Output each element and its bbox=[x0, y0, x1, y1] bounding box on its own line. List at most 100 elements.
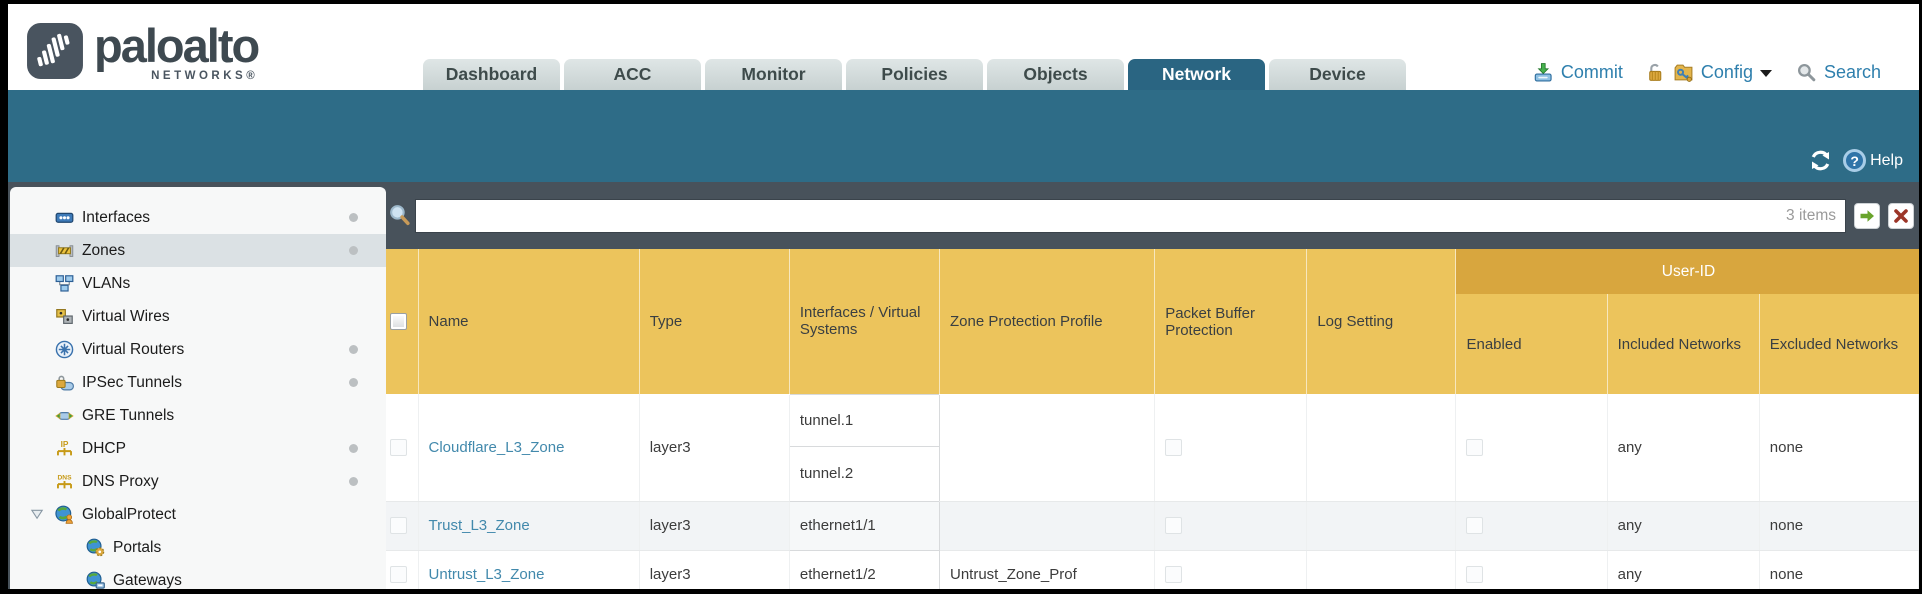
zone-name-link[interactable]: Cloudflare_L3_Zone bbox=[428, 438, 565, 456]
included-networks-cell: any bbox=[1607, 394, 1760, 502]
sidebar-item-virtual-routers[interactable]: Virtual Routers bbox=[10, 333, 386, 366]
status-dot bbox=[349, 213, 358, 222]
status-dot bbox=[349, 477, 358, 486]
zone-name-link[interactable]: Trust_L3_Zone bbox=[428, 517, 530, 534]
zone-type-cell: layer3 bbox=[639, 501, 790, 551]
sidebar-item-label: IPSec Tunnels bbox=[82, 373, 182, 391]
column-header-included-networks[interactable]: Included Networks bbox=[1606, 294, 1760, 394]
config-caret-icon[interactable] bbox=[1759, 70, 1772, 77]
sidebar-item-ipsec-tunnels[interactable]: IPSec Tunnels bbox=[10, 366, 386, 399]
column-header-interfaces-virtual-systems[interactable]: Interfaces / Virtual Systems bbox=[788, 249, 940, 394]
packet-buffer-protection-cell bbox=[1154, 550, 1308, 589]
packet-buffer-protection-checkbox[interactable] bbox=[1165, 438, 1183, 456]
sidebar-item-label: Portals bbox=[113, 538, 162, 556]
row-checkbox[interactable] bbox=[390, 566, 407, 583]
commit-icon[interactable] bbox=[1533, 62, 1554, 83]
tab-dashboard[interactable]: Dashboard bbox=[423, 59, 560, 90]
config-button[interactable]: Config bbox=[1700, 62, 1753, 82]
sidebar-item-zones[interactable]: Zones bbox=[10, 234, 386, 267]
column-header-name[interactable]: Name bbox=[417, 249, 640, 394]
excluded-networks-cell: none bbox=[1759, 550, 1919, 589]
column-header-log-setting[interactable]: Log Setting bbox=[1306, 249, 1456, 394]
sidebar-item-gateways[interactable]: Gateways bbox=[10, 564, 386, 589]
commit-button[interactable]: Commit bbox=[1560, 62, 1623, 82]
table-subrow: tunnel.2 bbox=[386, 445, 1919, 502]
filter-search-icon[interactable] bbox=[387, 203, 412, 228]
column-header-excluded-networks[interactable]: Excluded Networks bbox=[1758, 294, 1919, 394]
sidebar-item-gre-tunnels[interactable]: GRE Tunnels bbox=[10, 399, 386, 432]
tab-network[interactable]: Network bbox=[1128, 59, 1265, 90]
tab-device[interactable]: Device bbox=[1269, 59, 1406, 90]
row-select-cell bbox=[386, 550, 419, 589]
included-networks-cell: any bbox=[1607, 550, 1760, 589]
sidebar-item-interfaces[interactable]: Interfaces bbox=[10, 201, 386, 234]
column-header-type[interactable]: Type bbox=[638, 249, 790, 394]
user-id-enabled-cell bbox=[1455, 550, 1608, 589]
ipsec-tunnels-icon bbox=[56, 375, 74, 391]
log-setting-cell bbox=[1306, 501, 1457, 551]
sidebar-item-label: Virtual Wires bbox=[82, 307, 170, 325]
row-select-cell bbox=[386, 394, 419, 502]
filter-field: 3 items bbox=[415, 199, 1846, 233]
refresh-icon[interactable] bbox=[1808, 148, 1833, 173]
tab-monitor[interactable]: Monitor bbox=[705, 59, 842, 90]
gateways-icon bbox=[86, 571, 105, 589]
config-icon[interactable] bbox=[1673, 62, 1694, 83]
zone-protection-profile-cell bbox=[939, 501, 1156, 551]
filter-input[interactable] bbox=[416, 200, 1787, 232]
row-checkbox[interactable] bbox=[390, 517, 407, 534]
packet-buffer-protection-checkbox[interactable] bbox=[1165, 517, 1183, 534]
packet-buffer-protection-cell bbox=[1154, 501, 1308, 551]
tab-policies[interactable]: Policies bbox=[846, 59, 983, 90]
row-checkbox[interactable] bbox=[390, 438, 407, 456]
select-all-checkbox[interactable] bbox=[390, 313, 407, 330]
user-id-enabled-checkbox[interactable] bbox=[1466, 566, 1484, 583]
vlans-icon bbox=[55, 275, 74, 292]
help-button[interactable]: ? Help bbox=[1843, 149, 1903, 172]
teal-band: ? Help bbox=[8, 90, 1919, 182]
tab-objects[interactable]: Objects bbox=[987, 59, 1124, 90]
lock-icon[interactable] bbox=[1645, 62, 1666, 83]
search-button[interactable]: Search bbox=[1823, 62, 1881, 82]
help-label: Help bbox=[1870, 151, 1903, 169]
log-setting-cell bbox=[1306, 550, 1457, 589]
sidebar-item-virtual-wires[interactable]: Virtual Wires bbox=[10, 300, 386, 333]
sidebar-item-globalprotect[interactable]: GlobalProtect bbox=[10, 498, 386, 531]
sidebar-item-vlans[interactable]: VLANs bbox=[10, 267, 386, 300]
svg-text:DNS: DNS bbox=[57, 474, 72, 481]
sidebar-item-label: GRE Tunnels bbox=[82, 406, 175, 424]
user-id-enabled-checkbox[interactable] bbox=[1466, 517, 1484, 534]
globalprotect-icon bbox=[55, 505, 73, 524]
search-icon[interactable] bbox=[1796, 62, 1817, 83]
column-header-packet-buffer-protection[interactable]: Packet Buffer Protection bbox=[1154, 249, 1307, 394]
expander-icon bbox=[30, 509, 44, 520]
interfaces-icon bbox=[55, 212, 74, 223]
user-id-enabled-checkbox[interactable] bbox=[1466, 438, 1484, 456]
column-header-enabled[interactable]: Enabled bbox=[1455, 294, 1608, 394]
zone-name-link[interactable]: Untrust_L3_Zone bbox=[428, 566, 545, 583]
apply-filter-button[interactable] bbox=[1854, 203, 1880, 229]
packet-buffer-protection-checkbox[interactable] bbox=[1165, 566, 1183, 583]
dhcp-icon: IP bbox=[57, 439, 72, 456]
column-header-zone-protection-profile[interactable]: Zone Protection Profile bbox=[938, 249, 1155, 394]
paloalto-logo: paloalto NETWORKS® bbox=[26, 22, 260, 83]
tab-acc[interactable]: ACC bbox=[564, 59, 701, 90]
excluded-networks-cell: none bbox=[1759, 394, 1919, 502]
clear-filter-button[interactable] bbox=[1888, 203, 1914, 229]
zone-name-cell: Trust_L3_Zone bbox=[418, 501, 640, 551]
sidebar-item-label: Zones bbox=[82, 241, 126, 259]
zone-type-cell: layer3 bbox=[639, 550, 790, 589]
sidebar-item-portals[interactable]: Portals bbox=[10, 531, 386, 564]
